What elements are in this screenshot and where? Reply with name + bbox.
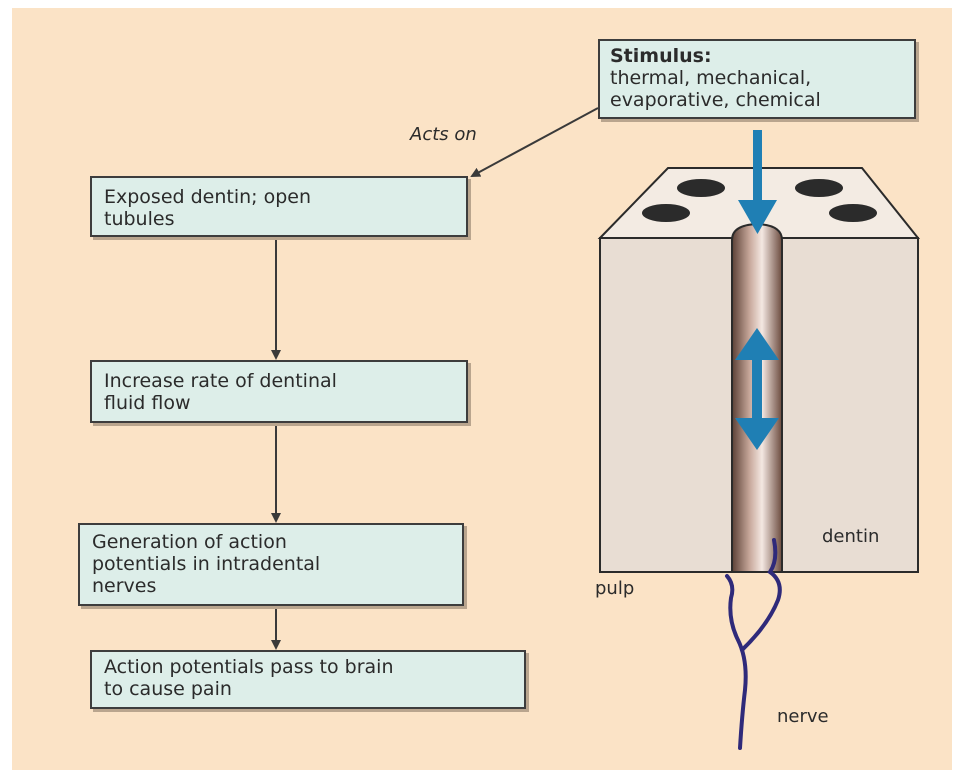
stimulus-title: Stimulus: xyxy=(610,45,904,67)
tubule-opening xyxy=(642,204,690,222)
step-text: to cause pain xyxy=(104,678,512,700)
stimulus-arrow-shaft xyxy=(753,130,762,205)
step-text: Generation of action xyxy=(92,531,450,553)
stimulus-line: thermal, mechanical, xyxy=(610,67,904,89)
pulp-label: pulp xyxy=(595,578,634,599)
acts-on-arrow xyxy=(472,108,598,176)
step-box-pain: Action potentials pass to brain to cause… xyxy=(90,650,526,709)
step-box-fluid-flow: Increase rate of dentinal fluid flow xyxy=(90,360,468,423)
dentin-label: dentin xyxy=(822,526,879,547)
step-box-exposed-dentin: Exposed dentin; open tubules xyxy=(90,176,468,237)
nerve-label: nerve xyxy=(777,706,829,727)
step-text: Increase rate of dentinal xyxy=(104,370,454,392)
fluid-flow-arrow-shaft xyxy=(752,355,762,423)
acts-on-label: Acts on xyxy=(410,124,477,145)
step-text: nerves xyxy=(92,575,450,597)
step-text: tubules xyxy=(104,208,454,230)
tubule-opening xyxy=(677,179,725,197)
step-text: Exposed dentin; open xyxy=(104,186,454,208)
step-box-action-potentials: Generation of action potentials in intra… xyxy=(78,523,464,606)
stimulus-line: evaporative, chemical xyxy=(610,89,904,111)
nerve xyxy=(727,576,746,748)
step-text: potentials in intradental xyxy=(92,553,450,575)
tubule-opening xyxy=(795,179,843,197)
step-text: Action potentials pass to brain xyxy=(104,656,512,678)
tubule-opening xyxy=(829,204,877,222)
step-text: fluid flow xyxy=(104,392,454,414)
stimulus-box: Stimulus: thermal, mechanical, evaporati… xyxy=(598,39,916,119)
